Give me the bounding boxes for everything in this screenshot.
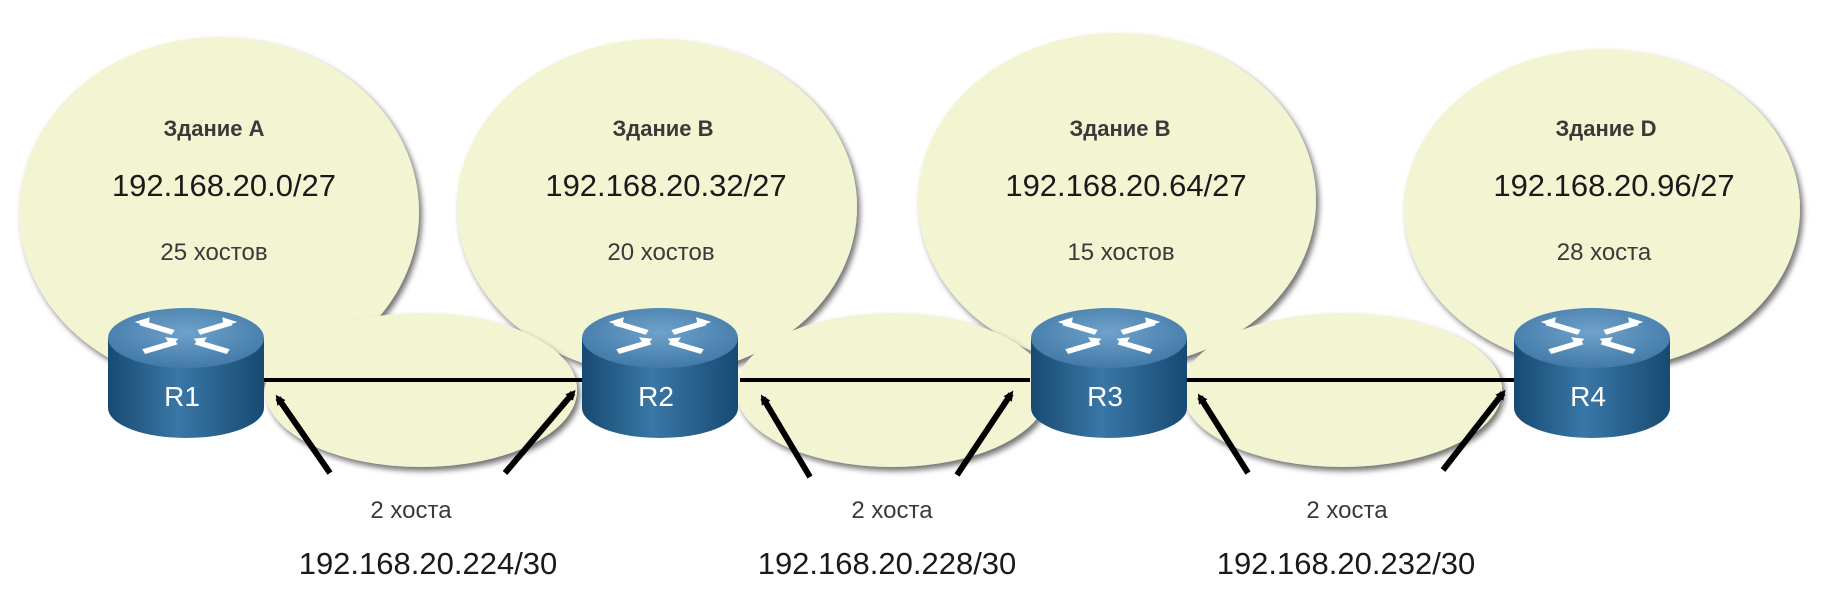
link-3-hosts: 2 хоста (1306, 497, 1388, 524)
building-a-bubble (19, 37, 419, 387)
building-b-name: Здание B (612, 116, 713, 141)
router-r4[interactable]: R4 (1514, 308, 1670, 438)
link-2-network: 192.168.20.228/30 (758, 546, 1017, 581)
arrow-link1-left (275, 394, 333, 475)
router-label: R2 (638, 381, 674, 412)
building-c-name: Здание B (1069, 116, 1170, 141)
arrow-link3-left (1197, 393, 1251, 475)
link-3-bubble (1182, 313, 1502, 467)
building-a-network: 192.168.20.0/27 (112, 168, 336, 203)
building-d-hosts: 28 хоста (1557, 239, 1652, 266)
arrow-link3-right (1440, 389, 1506, 472)
link-1-hosts: 2 хоста (370, 497, 452, 524)
building-d-network: 192.168.20.96/27 (1493, 168, 1734, 203)
link-3-network: 192.168.20.232/30 (1217, 546, 1476, 581)
router-label: R3 (1087, 381, 1123, 412)
building-a-hosts: 25 хостов (160, 239, 267, 266)
link-2-bubble (736, 313, 1048, 467)
building-c-network: 192.168.20.64/27 (1005, 168, 1246, 203)
building-c-hosts: 15 хостов (1067, 239, 1174, 266)
link-2-hosts: 2 хоста (851, 497, 933, 524)
arrow-link2-right (954, 390, 1014, 477)
router-label: R4 (1570, 381, 1606, 412)
building-d-name: Здание D (1555, 116, 1656, 141)
arrow-link2-left (760, 394, 813, 479)
router-r3[interactable]: R3 (1031, 308, 1187, 438)
building-b-hosts: 20 хостов (607, 239, 714, 266)
building-b-network: 192.168.20.32/27 (545, 168, 786, 203)
pointer-arrows (275, 389, 1506, 479)
building-d-bubble (1404, 49, 1800, 369)
link-1-bubble (265, 313, 577, 467)
link-1-network: 192.168.20.224/30 (299, 546, 558, 581)
router-r2[interactable]: R2 (582, 308, 738, 438)
arrow-link1-right (502, 389, 576, 475)
router-label: R1 (164, 381, 200, 412)
router-r1[interactable]: R1 (108, 308, 264, 438)
building-b-bubble (457, 39, 857, 375)
building-a-name: Здание A (163, 116, 264, 141)
building-c-bubble (918, 33, 1316, 367)
